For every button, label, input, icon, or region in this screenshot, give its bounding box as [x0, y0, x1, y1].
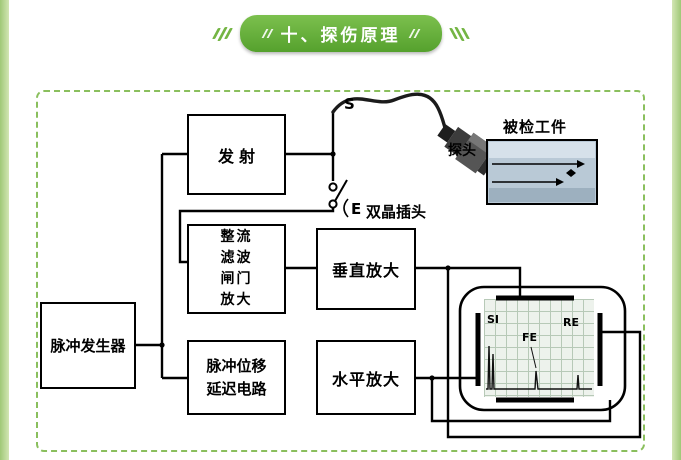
block-pulse-shift-delay-circuit: 脉冲位移 延迟电路: [187, 340, 286, 415]
sound-beam-arrows: [492, 160, 585, 186]
banner-pill: 十、探伤原理: [239, 15, 442, 52]
label-switch-receive: E: [351, 200, 362, 218]
label-crt-rear-echo: RE: [563, 316, 579, 329]
banner-right-decoration-icon: [448, 26, 470, 41]
wire-junction-dots: [159, 151, 451, 381]
block-horizontal-amplifier-label: 水平放大: [331, 369, 400, 389]
left-green-stripe: [0, 0, 9, 460]
label-crt-flaw-echo: FE: [522, 331, 538, 344]
block-delay-line: 延迟电路: [206, 379, 267, 398]
block-transmitter-label: 发射: [217, 146, 260, 166]
block-transmitter: 发射: [187, 114, 286, 195]
banner-tick-right-icon: [408, 29, 420, 38]
block-delay-line: 脉冲位移: [206, 357, 267, 375]
plug-curve-icon: [343, 198, 349, 218]
block-pulse-generator-label: 脉冲发生器: [50, 337, 126, 355]
block-vertical-amplifier-label: 垂直放大: [331, 261, 400, 280]
label-workpiece: 被检工件: [503, 118, 568, 136]
label-dual-crystal-plug: 双晶插头: [366, 203, 427, 221]
workpiece: [486, 139, 598, 205]
banner-left-decoration-icon: [211, 26, 233, 41]
block-rectifier-line: 闸门: [220, 271, 253, 287]
block-vertical-amplifier: 垂直放大: [316, 228, 416, 310]
label-probe: 探头: [448, 143, 476, 159]
block-rectifier-filter-gate-amp: 整流 滤波 闸门 放大: [187, 224, 286, 314]
section-banner: 十、探伤原理: [0, 15, 681, 52]
diagram-dashed-frame: [36, 90, 645, 452]
probe-cable: [331, 92, 449, 136]
defect-mark: [566, 169, 576, 177]
block-rectifier-line: 滤波: [220, 250, 253, 266]
waveform: [486, 345, 592, 390]
label-switch-send: S: [344, 95, 355, 113]
crt-screen-grid: [484, 299, 594, 397]
block-pulse-generator: 脉冲发生器: [40, 302, 136, 389]
block-rectifier-line: 整流: [220, 229, 253, 245]
fe-pointer-line: [530, 346, 537, 369]
label-crt-initial-pulse: SI: [487, 313, 500, 326]
block-rectifier-line: 放大: [220, 292, 253, 308]
section-title: 十、探伤原理: [280, 26, 401, 46]
block-horizontal-amplifier: 水平放大: [316, 340, 416, 415]
wires: [136, 112, 642, 439]
banner-tick-left-icon: [261, 29, 273, 38]
mode-switch: [328, 179, 348, 209]
crt-oscilloscope: [458, 285, 627, 412]
